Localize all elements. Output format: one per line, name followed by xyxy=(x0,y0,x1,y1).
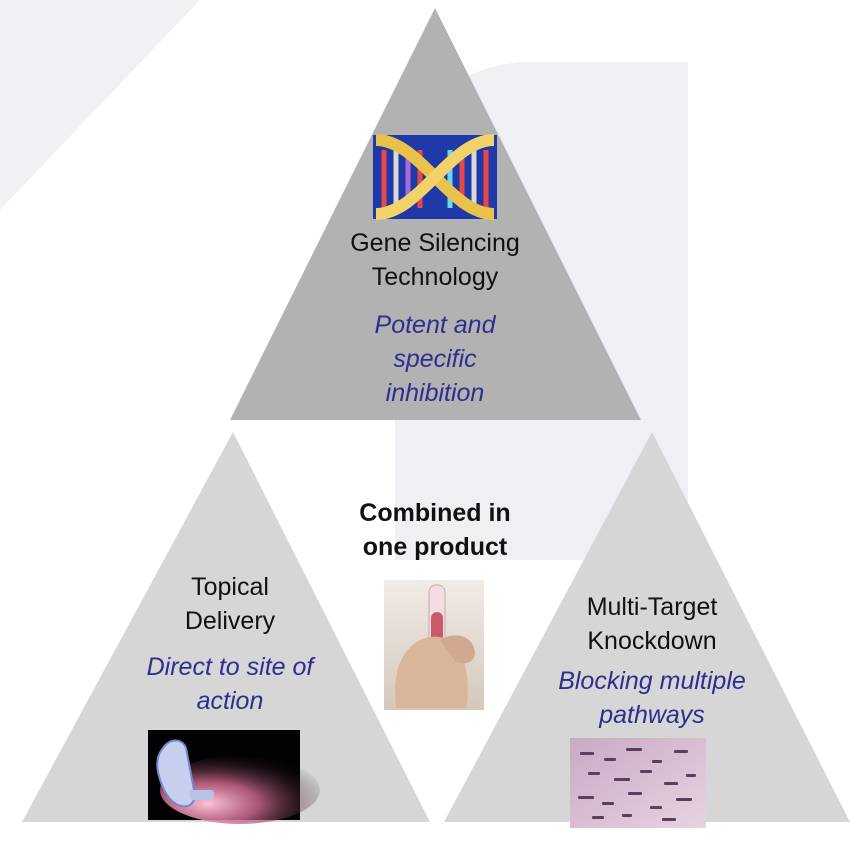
top-title: Gene Silencing Technology xyxy=(300,226,570,294)
right-subtitle-line2: pathways xyxy=(599,701,705,729)
right-subtitle: Blocking multiple pathways xyxy=(502,664,802,732)
center-line1: Combined in xyxy=(359,499,511,527)
left-title-line2: Delivery xyxy=(184,607,276,635)
center-line2: one product xyxy=(362,533,508,561)
spray-nozzle-icon xyxy=(148,730,320,824)
top-title-line2: Technology xyxy=(371,263,499,291)
right-title-line1: Multi-Target xyxy=(586,593,718,621)
left-subtitle: Direct to site of action xyxy=(90,650,370,718)
dna-helix-icon xyxy=(373,134,497,220)
center-caption: Combined in one product xyxy=(320,496,550,564)
right-triangle xyxy=(444,432,850,822)
top-subtitle-line1: Potent and xyxy=(374,311,496,339)
gel-bands-icon xyxy=(570,738,706,828)
left-title: Topical Delivery xyxy=(100,570,360,638)
test-tube-icon xyxy=(384,580,484,710)
right-title: Multi-Target Knockdown xyxy=(512,590,792,658)
right-subtitle-line1: Blocking multiple xyxy=(558,667,746,695)
right-title-line2: Knockdown xyxy=(587,627,717,655)
left-triangle xyxy=(22,432,430,822)
top-subtitle-line3: inhibition xyxy=(385,379,485,407)
left-subtitle-line1: Direct to site of xyxy=(146,653,314,681)
top-subtitle: Potent and specific inhibition xyxy=(300,308,570,410)
top-subtitle-line2: specific xyxy=(393,345,477,373)
top-title-line1: Gene Silencing xyxy=(350,229,520,257)
left-title-line1: Topical xyxy=(191,573,269,601)
left-subtitle-line2: action xyxy=(196,687,264,715)
